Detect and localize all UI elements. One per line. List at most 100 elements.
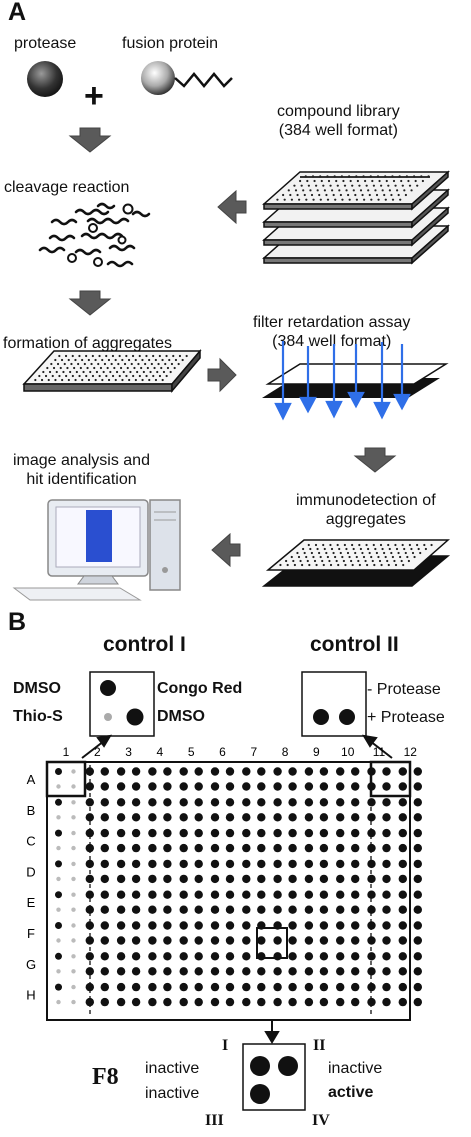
well-H11-3 <box>367 997 376 1007</box>
aggregate-plate-well-dot <box>34 378 37 382</box>
aggregate-plate-well-dot <box>123 362 127 366</box>
aggregate-plate-well-dot <box>152 354 155 358</box>
well-G10-3 <box>336 967 345 976</box>
aggregate-plate-well-dot <box>74 358 77 362</box>
immuno-plate-well-dot <box>296 551 299 555</box>
well-B12-2 <box>413 798 422 807</box>
immuno-plate-well-dot <box>388 547 391 551</box>
well-C2-3 <box>85 843 95 853</box>
well-H10-1 <box>336 982 345 992</box>
aggregate-plate-well-dot <box>82 370 85 374</box>
f8-left-bottom: inactive <box>145 1085 200 1102</box>
well-C12-3 <box>398 843 407 853</box>
aggregate-plate-well-dot <box>93 366 96 370</box>
well-B6-1 <box>210 798 220 807</box>
well-G4-3 <box>148 967 157 976</box>
well-F5-3 <box>179 936 188 945</box>
well-A3-2 <box>131 767 141 776</box>
well-C6-3 <box>210 843 220 853</box>
well-E12-4 <box>413 905 422 914</box>
well-B2-2 <box>100 798 110 807</box>
immunodetection-line2: aggregates <box>325 511 406 528</box>
well-B2-3 <box>85 813 95 822</box>
column-label-4: 4 <box>157 745 164 759</box>
well-F3-3 <box>116 936 126 945</box>
aggregate-plate-well-dot <box>181 358 184 362</box>
row-label-C: C <box>26 834 35 849</box>
well-H12-1 <box>398 982 407 992</box>
well-H6-2 <box>225 982 235 992</box>
well-D12-2 <box>413 859 422 869</box>
immuno-plate-well-dot <box>380 563 383 567</box>
well-H3-4 <box>131 997 141 1007</box>
well-E10-2 <box>351 890 360 899</box>
aggregate-plate-well-dot <box>138 354 141 358</box>
highlight-f8 <box>256 927 288 959</box>
filter-assay-line2: (384 well format) <box>272 333 392 350</box>
well-C4-2 <box>163 828 172 838</box>
library-plate-well-dot <box>349 179 352 183</box>
well-F10-1 <box>336 921 345 930</box>
well-B10-2 <box>351 798 360 807</box>
well-H11-1 <box>367 982 376 992</box>
aggregate-plate-well-dot <box>47 378 50 382</box>
library-plate-well-dot <box>326 198 330 201</box>
highlight-a1 <box>45 760 87 798</box>
well-F2-3 <box>85 936 95 945</box>
row-label-F: F <box>27 926 35 941</box>
well-F9-3 <box>304 936 314 945</box>
immuno-plate-well-dot <box>365 543 368 547</box>
well-B2-1 <box>85 798 95 807</box>
well-E10-1 <box>336 890 345 899</box>
library-plate-well-dot <box>287 189 290 192</box>
well-E10-4 <box>351 905 360 914</box>
aggregate-plate-well-dot <box>77 362 80 366</box>
column-label-2: 2 <box>94 745 101 759</box>
aggregate-plate-well-dot <box>140 366 143 370</box>
aggregate-plate-well-dot <box>130 362 133 366</box>
well-F4-4 <box>163 936 172 945</box>
well-F9-2 <box>319 921 329 930</box>
immuno-plate-well-dot <box>364 559 367 563</box>
well-F2-4 <box>100 936 110 945</box>
library-plate-well-dot <box>394 184 397 187</box>
library-plate-well-dot <box>300 184 303 187</box>
library-plate-well-dot <box>401 184 404 187</box>
well-G5-1 <box>179 952 188 961</box>
aggregate-plate-well-dot <box>126 366 129 370</box>
well-B5-1 <box>179 798 188 807</box>
well-G4-2 <box>163 952 172 961</box>
well-A8-1 <box>273 767 282 776</box>
well-F11-1 <box>367 921 376 930</box>
well-C3-2 <box>131 828 141 838</box>
immuno-plate-well-dot <box>354 551 357 555</box>
well-B8-4 <box>288 813 297 822</box>
fusion-protein-icon <box>141 61 233 95</box>
library-plate-well-dot <box>378 179 381 183</box>
well-G2-3 <box>85 967 95 976</box>
f8-right-top: inactive <box>328 1060 383 1077</box>
immuno-plate-well-dot <box>355 555 358 559</box>
immuno-plate-well-dot <box>330 547 334 551</box>
aggregate-plate-well-dot <box>141 378 144 382</box>
immuno-plate-well-dot <box>413 555 416 559</box>
well-D6-3 <box>210 874 220 884</box>
column-label-1: 1 <box>63 745 70 759</box>
aggregate-plate-well-dot <box>125 374 128 378</box>
aggregate-plate-well-dot <box>111 374 115 378</box>
well-C11-3 <box>367 843 376 853</box>
well-A12-3 <box>398 782 407 791</box>
well-B3-4 <box>131 813 141 822</box>
well-D4-1 <box>148 859 157 869</box>
immuno-plate-well-dot <box>367 547 370 551</box>
aggregate-plate-well-dot <box>83 362 86 366</box>
library-plate-well-dot <box>348 198 351 201</box>
library-plate-well-dot <box>334 198 337 201</box>
left-arrow-1 <box>217 189 247 225</box>
aggregate-plate-well-dot <box>177 362 180 366</box>
immuno-plate-well-dot <box>309 547 312 551</box>
well-A9-4 <box>319 782 329 791</box>
well-F7-3 <box>242 936 251 945</box>
well-G4-4 <box>163 967 172 976</box>
